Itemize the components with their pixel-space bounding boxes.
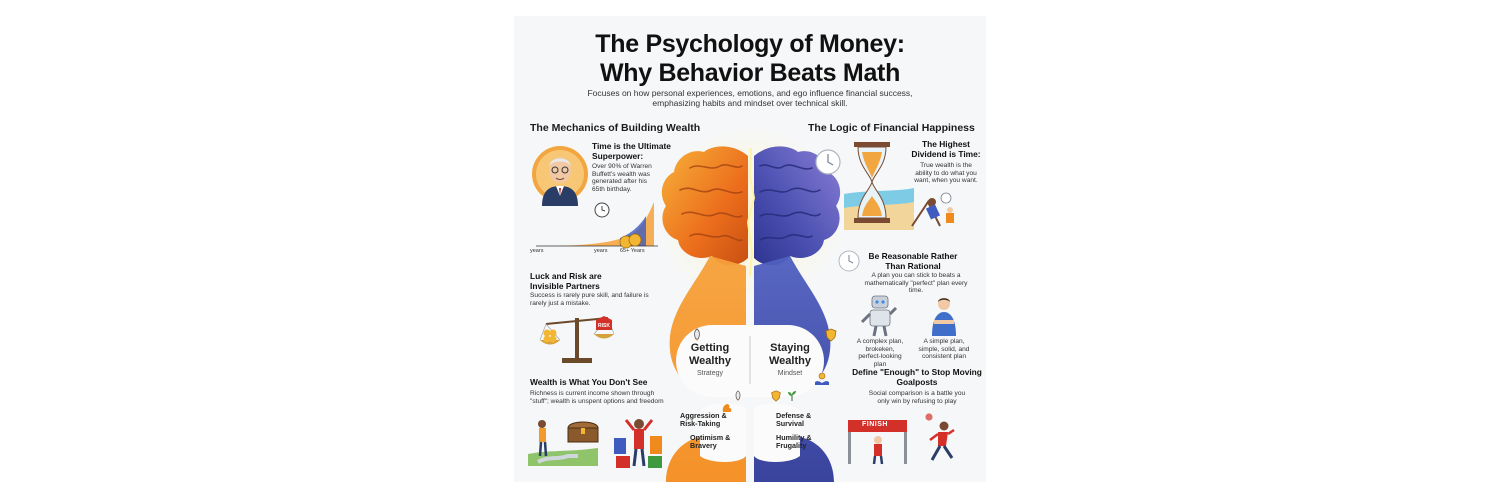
staying-wealthy-sub: Mindset <box>777 370 803 377</box>
reasonable-body: A plan you can stick to beats a mathemat… <box>864 272 968 295</box>
page-title-line2: Why Behavior Beats Math <box>599 59 901 87</box>
scale-icon <box>539 316 615 363</box>
getting-wealthy-sub: Strategy <box>696 370 724 377</box>
enough-body: Social comparison is a battle you only w… <box>868 390 966 405</box>
luck-risk-title: Luck and Risk are Invisible Partners <box>530 271 602 291</box>
runner-icon <box>929 421 955 461</box>
person-icon <box>932 298 956 336</box>
plant-icon <box>788 391 796 401</box>
infographic-card: The Psychology of Money: Why Behavior Be… <box>514 16 986 482</box>
portrait-icon <box>532 146 588 206</box>
unseen-wealth-body: Richness is current income shown through… <box>530 390 664 405</box>
getting-wealthy-title: Getting Wealthy <box>689 342 731 367</box>
enough-title: Define "Enough" to Stop Moving Goalposts <box>852 367 982 387</box>
finish-banner-text: FINISH <box>862 421 888 428</box>
shield-icon <box>825 328 837 342</box>
unseen-wealth-title: Wealth is What You Don't See <box>530 377 648 387</box>
hourglass-icon <box>844 142 914 230</box>
trait-aggression: Aggression & Risk-Taking <box>680 411 727 429</box>
left-section-heading: The Mechanics of Building Wealth <box>530 122 701 134</box>
rocket-icon <box>694 328 700 341</box>
luck-risk-body: Success is rarely pure skill, and failur… <box>530 292 649 307</box>
clover-icon <box>543 329 557 343</box>
time-dividend-title: The Highest Dividend is Time: <box>911 139 981 159</box>
page-title-line1: The Psychology of Money: <box>595 30 905 58</box>
risk-tag: RISK <box>598 323 610 329</box>
time-superpower-body: Over 90% of Warren Buffett's wealth was … <box>592 163 652 193</box>
shield-icon <box>771 390 781 402</box>
clock-icon <box>815 149 841 175</box>
time-superpower-title: Time is the Ultimate Superpower: <box>592 141 671 161</box>
clock-icon <box>594 202 610 218</box>
shopping-bags-icon <box>614 419 662 468</box>
coin-stack-icon <box>619 233 642 249</box>
complex-plan-caption: A complex plan, brokeken, perfect-lookin… <box>856 338 904 368</box>
finish-banner-icon <box>848 420 907 465</box>
dumbbell-icon <box>722 404 732 412</box>
simple-plan-caption: A simple plan, simple, solid, and consis… <box>918 338 970 361</box>
beach-chair-icon <box>911 192 954 227</box>
brain-icon <box>655 126 845 482</box>
page-subtitle: Focuses on how personal experiences, emo… <box>587 88 913 108</box>
clock-icon <box>838 250 860 272</box>
right-section-heading: The Logic of Financial Happiness <box>808 122 975 134</box>
axis-label-3: 65+ Years <box>620 248 645 254</box>
axis-label-1: years <box>530 248 544 254</box>
treasure-chest-icon <box>567 421 599 443</box>
trait-humility: Humility & Frugality <box>776 433 812 451</box>
staying-wealthy-title: Staying Wealthy <box>769 342 811 367</box>
signpost-icon <box>528 420 598 466</box>
hands-coin-icon <box>815 372 829 385</box>
time-dividend-body: True wealth is the ability to do what yo… <box>914 162 978 185</box>
rocket-icon <box>735 390 741 402</box>
reasonable-title: Be Reasonable Rather Than Rational <box>868 251 958 271</box>
robot-icon <box>860 295 898 337</box>
axis-label-2: years <box>594 248 608 254</box>
trait-defense: Defense & Survival <box>776 411 812 429</box>
trait-optimism: Optimism & Bravery <box>690 433 731 451</box>
shield-icon <box>925 413 933 421</box>
